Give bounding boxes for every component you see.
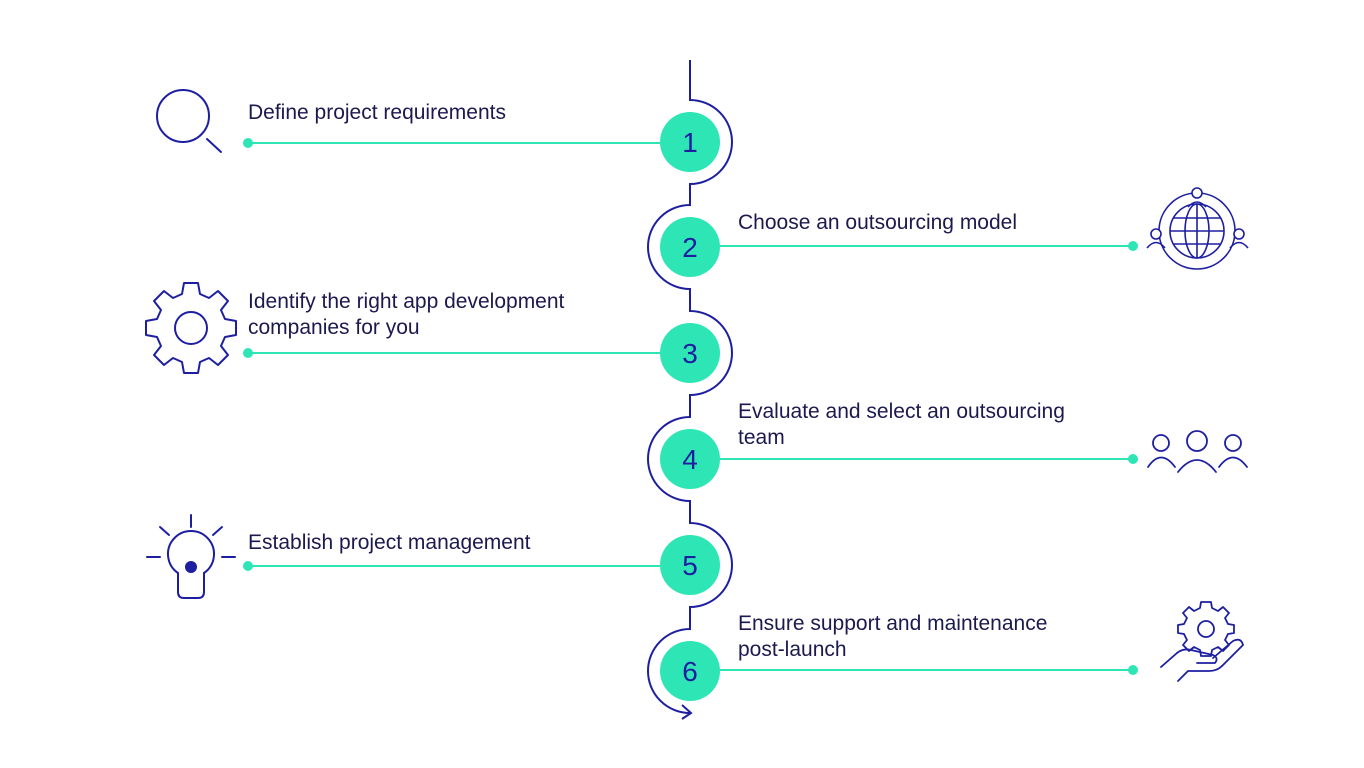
step-label-4: Evaluate and select an outsourcing team xyxy=(738,399,1065,451)
step-4-text-line1: Evaluate and select an outsourcing xyxy=(738,400,1065,423)
step-number-1: 1 xyxy=(682,127,698,158)
step-5-text: Establish project management xyxy=(248,531,531,554)
step-circle-5: 5 xyxy=(660,535,720,595)
connector-5 xyxy=(243,561,660,571)
step-label-5: Establish project management xyxy=(248,530,531,556)
connector-2 xyxy=(720,241,1138,251)
step-3-text-line2: companies for you xyxy=(248,316,420,339)
team-icon xyxy=(1147,430,1248,473)
step-3-text-line1: Identify the right app development xyxy=(248,290,565,313)
step-number-3: 3 xyxy=(682,338,698,369)
step-label-6: Ensure support and maintenance post-laun… xyxy=(738,611,1047,663)
timeline-path xyxy=(647,60,733,714)
step-label-1: Define project requirements xyxy=(248,100,506,126)
step-number-5: 5 xyxy=(682,550,698,581)
connector-4 xyxy=(720,454,1138,464)
connector-3 xyxy=(243,348,660,358)
timeline-arrowhead xyxy=(681,704,693,720)
step-circle-4: 4 xyxy=(660,429,720,489)
step-circle-6: 6 xyxy=(660,641,720,701)
step-6-text-line2: post-launch xyxy=(738,638,847,661)
lightbulb-icon xyxy=(146,514,236,599)
step-1-text: Define project requirements xyxy=(248,101,506,124)
step-number-4: 4 xyxy=(682,444,698,475)
step-2-text: Choose an outsourcing model xyxy=(738,211,1018,234)
step-label-2: Choose an outsourcing model xyxy=(738,210,1017,236)
step-label-3: Identify the right app development compa… xyxy=(248,289,564,341)
gear-icon xyxy=(145,282,237,374)
step-4-text-line2: team xyxy=(738,426,785,449)
step-6-text-line1: Ensure support and maintenance xyxy=(738,612,1048,635)
step-circle-1: 1 xyxy=(660,112,720,172)
step-number-6: 6 xyxy=(682,656,698,687)
step-circle-3: 3 xyxy=(660,323,720,383)
globe-people-icon xyxy=(1146,187,1249,270)
hand-gear-icon xyxy=(1160,601,1244,682)
step-circle-2: 2 xyxy=(660,217,720,277)
magnifier-icon xyxy=(156,89,222,153)
connector-6 xyxy=(720,665,1138,675)
step-number-2: 2 xyxy=(682,232,698,263)
connector-1 xyxy=(243,138,660,148)
